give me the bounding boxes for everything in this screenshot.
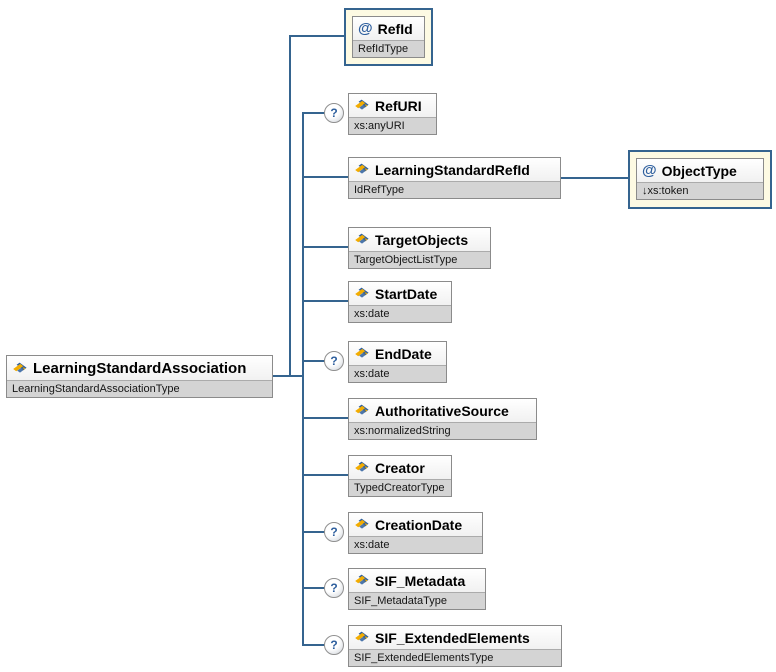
node-title-row: AuthoritativeSource bbox=[349, 399, 536, 422]
node-label: ObjectType bbox=[661, 162, 737, 179]
node-label: LearningStandardAssociation bbox=[33, 359, 247, 377]
node-label: SIF_Metadata bbox=[375, 572, 466, 589]
node-type: SIF_ExtendedElementsType bbox=[349, 649, 561, 666]
node-title-row: @ RefId bbox=[353, 17, 424, 40]
element-icon bbox=[355, 287, 369, 298]
connector-children-spine bbox=[302, 112, 304, 646]
node-enddate[interactable]: EndDate xs:date bbox=[348, 341, 447, 383]
connector-attribute-spine bbox=[289, 35, 291, 377]
attribute-container-refid: @ RefId RefIdType bbox=[344, 8, 433, 66]
node-title-row: SIF_ExtendedElements bbox=[349, 626, 561, 649]
node-type: ↓xs:token bbox=[637, 182, 763, 199]
element-icon bbox=[355, 518, 369, 529]
node-title-row: SIF_Metadata bbox=[349, 569, 485, 592]
connector-branch-creationdate bbox=[302, 531, 325, 533]
element-icon bbox=[355, 163, 369, 174]
element-icon bbox=[355, 99, 369, 110]
node-title-row: CreationDate bbox=[349, 513, 482, 536]
node-type: SIF_MetadataType bbox=[349, 592, 485, 609]
node-label: LearningStandardRefId bbox=[375, 161, 530, 178]
node-type: IdRefType bbox=[349, 181, 560, 198]
node-label: RefId bbox=[377, 20, 413, 37]
node-learningstandardassociation[interactable]: LearningStandardAssociation LearningStan… bbox=[6, 355, 273, 398]
optional-marker-sif-extendedelements: ? bbox=[324, 635, 344, 655]
connector-branch-sif-metadata bbox=[302, 587, 325, 589]
connector-branch-sif-extendedelements bbox=[302, 644, 325, 646]
attribute-at-icon: @ bbox=[358, 20, 373, 37]
node-targetobjects[interactable]: TargetObjects TargetObjectListType bbox=[348, 227, 491, 269]
connector-branch-authoritativesource bbox=[302, 417, 348, 419]
connector-branch-targetobjects bbox=[302, 246, 348, 248]
node-type: xs:date bbox=[349, 305, 451, 322]
optional-marker-creationdate: ? bbox=[324, 522, 344, 542]
attribute-at-icon: @ bbox=[642, 162, 657, 179]
node-creationdate[interactable]: CreationDate xs:date bbox=[348, 512, 483, 554]
element-icon bbox=[355, 404, 369, 415]
connector-branch-startdate bbox=[302, 300, 348, 302]
node-authoritativesource[interactable]: AuthoritativeSource xs:normalizedString bbox=[348, 398, 537, 440]
connector-branch-creator bbox=[302, 474, 348, 476]
node-refuri[interactable]: RefURI xs:anyURI bbox=[348, 93, 437, 135]
node-type: RefIdType bbox=[353, 40, 424, 57]
optional-marker-refuri: ? bbox=[324, 103, 344, 123]
element-icon bbox=[355, 461, 369, 472]
connector-branch-refid bbox=[289, 35, 344, 37]
node-label: SIF_ExtendedElements bbox=[375, 629, 530, 646]
node-title-row: LearningStandardRefId bbox=[349, 158, 560, 181]
node-label: CreationDate bbox=[375, 516, 463, 533]
node-type: xs:date bbox=[349, 365, 446, 382]
node-label: Creator bbox=[375, 459, 425, 476]
node-label: StartDate bbox=[375, 285, 438, 302]
node-sif-metadata[interactable]: SIF_Metadata SIF_MetadataType bbox=[348, 568, 486, 610]
node-title-row: Creator bbox=[349, 456, 451, 479]
element-icon bbox=[355, 347, 369, 358]
node-label: RefURI bbox=[375, 97, 422, 114]
node-startdate[interactable]: StartDate xs:date bbox=[348, 281, 452, 323]
node-type: xs:normalizedString bbox=[349, 422, 536, 439]
node-learningstandardrefid[interactable]: LearningStandardRefId IdRefType bbox=[348, 157, 561, 199]
node-label: AuthoritativeSource bbox=[375, 402, 509, 419]
optional-marker-enddate: ? bbox=[324, 351, 344, 371]
node-type: LearningStandardAssociationType bbox=[7, 380, 272, 397]
node-label: EndDate bbox=[375, 345, 432, 362]
node-refid-attribute[interactable]: @ RefId RefIdType bbox=[352, 16, 425, 58]
element-icon bbox=[355, 574, 369, 585]
node-type: TargetObjectListType bbox=[349, 251, 490, 268]
node-label: TargetObjects bbox=[375, 231, 469, 248]
node-type: xs:anyURI bbox=[349, 117, 436, 134]
node-title-row: @ ObjectType bbox=[637, 159, 763, 182]
connector-branch-enddate bbox=[302, 360, 325, 362]
element-icon bbox=[355, 233, 369, 244]
node-objecttype-attribute[interactable]: @ ObjectType ↓xs:token bbox=[636, 158, 764, 200]
node-type: xs:date bbox=[349, 536, 482, 553]
node-title-row: RefURI bbox=[349, 94, 436, 117]
element-icon bbox=[13, 362, 27, 373]
attribute-container-objecttype: @ ObjectType ↓xs:token bbox=[628, 150, 772, 209]
node-title-row: TargetObjects bbox=[349, 228, 490, 251]
node-sif-extendedelements[interactable]: SIF_ExtendedElements SIF_ExtendedElement… bbox=[348, 625, 562, 667]
node-title-row: StartDate bbox=[349, 282, 451, 305]
connector-branch-learningstandardrefid bbox=[302, 176, 348, 178]
node-title-row: EndDate bbox=[349, 342, 446, 365]
connector-branch-refuri bbox=[302, 112, 325, 114]
connector-root-stub bbox=[273, 375, 304, 377]
node-title-row: LearningStandardAssociation bbox=[7, 356, 272, 380]
optional-marker-sif-metadata: ? bbox=[324, 578, 344, 598]
node-creator[interactable]: Creator TypedCreatorType bbox=[348, 455, 452, 497]
element-icon bbox=[355, 631, 369, 642]
node-type: TypedCreatorType bbox=[349, 479, 451, 496]
connector-branch-objecttype bbox=[561, 177, 628, 179]
